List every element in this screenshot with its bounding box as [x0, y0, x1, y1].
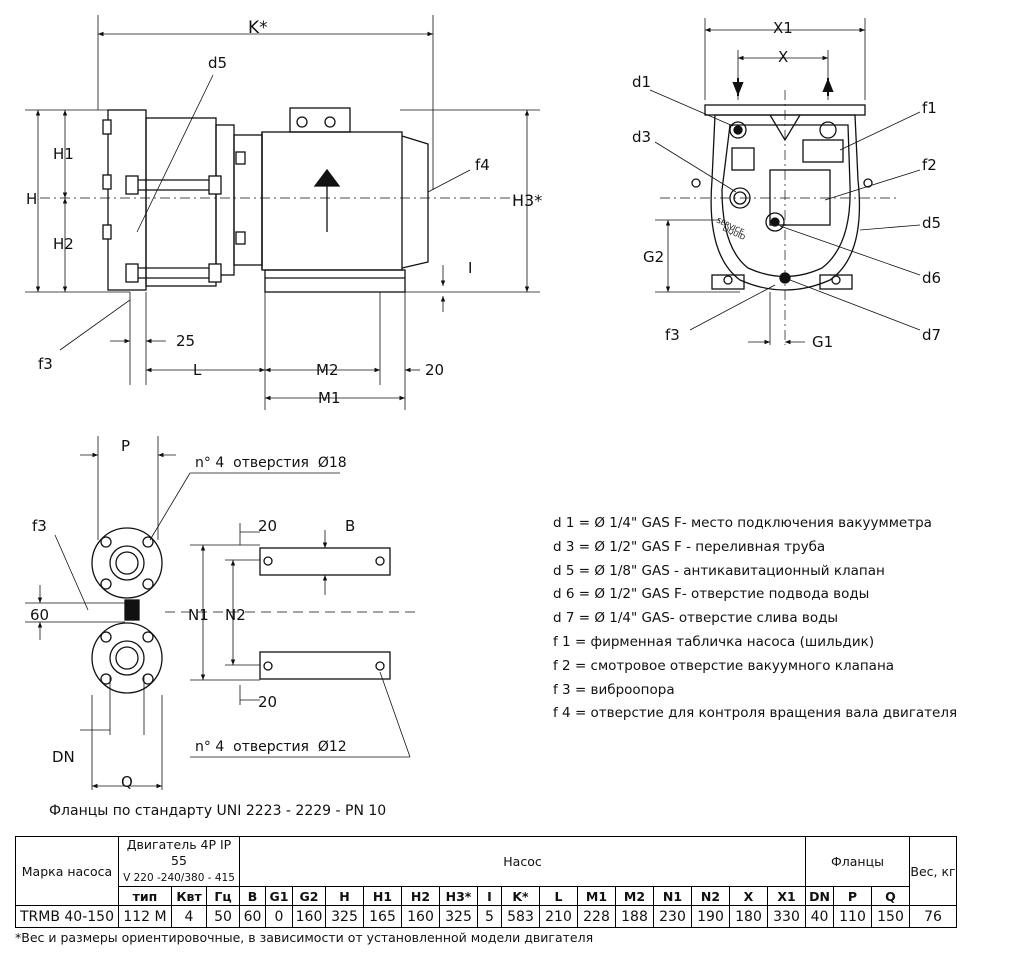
legend-item: f 4 = отверстие для контроля вращения ва… [553, 705, 958, 722]
label-b: B [345, 517, 355, 535]
brand-header: Марка насоса [15, 836, 119, 906]
label-n1: N1 [188, 606, 209, 624]
table-row: TRMB 40-150 112 M 4 50 60 0 160 325 165 … [15, 905, 957, 928]
weight-header: Вес, кг [909, 836, 957, 906]
label-f2: f2 [922, 156, 937, 174]
front-view [649, 18, 921, 345]
label-i: I [468, 259, 472, 277]
label-h: H [26, 190, 37, 208]
label-holes12: n° 4 отверстия Ø12 [195, 739, 347, 755]
label-l: L [193, 361, 202, 379]
label-n2: N2 [225, 606, 246, 624]
label-d7: d7 [922, 326, 941, 344]
label-f3-flange: f3 [32, 517, 47, 535]
legend-item: d 3 = Ø 1/2" GAS F - переливная труба [553, 538, 826, 555]
label-d5-right: d5 [922, 214, 941, 232]
label-m1: M1 [318, 389, 341, 407]
legend-item: d 7 = Ø 1/4" GAS- отверстие слива воды [553, 610, 839, 627]
label-20b: 20 [258, 693, 277, 711]
pump-header: Насос [239, 836, 806, 887]
label-g1: G1 [812, 333, 833, 351]
label-20a: 20 [258, 517, 277, 535]
legend-item: f 1 = фирменная табличка насоса (шильдик… [553, 633, 875, 650]
label-h3: H3* [512, 191, 542, 210]
label-d5: d5 [208, 54, 227, 72]
label-d6: d6 [922, 269, 941, 287]
legend: d 1 = Ø 1/4" GAS F- место подключения ва… [553, 512, 957, 726]
label-p: P [121, 437, 130, 455]
legend-item: d 6 = Ø 1/2" GAS F- отверстие подвода во… [553, 586, 870, 603]
label-20: 20 [425, 361, 444, 379]
column-header-row: тип Квт Гц B G1 G2 H H1 H2 H3* I K* L M1… [16, 886, 957, 906]
label-25: 25 [176, 332, 195, 350]
label-dn: DN [52, 748, 75, 766]
legend-item: f 2 = смотровое отверстие вакуумного кла… [553, 657, 895, 674]
label-f4: f4 [475, 156, 490, 174]
legend-item: d 5 = Ø 1/8" GAS - антикавитационный кла… [553, 562, 885, 579]
label-d3: d3 [632, 128, 651, 146]
flange-view-labels: P n° 4 отверстия Ø18 f3 20 B 60 N1 N2 20… [30, 437, 355, 791]
label-h1: H1 [53, 145, 74, 163]
label-m2: M2 [316, 361, 339, 379]
label-k: K* [248, 18, 268, 38]
label-f1: f1 [922, 99, 937, 117]
side-view-labels: K* d5 H1 H H2 f3 f4 H3* I 25 L M2 20 M1 [26, 18, 542, 407]
label-x: X [778, 48, 788, 66]
label-f3-right: f3 [665, 326, 680, 344]
side-view [25, 15, 540, 410]
label-f3: f3 [38, 355, 53, 373]
technical-drawing: K* d5 H1 H H2 f3 f4 H3* I 25 L M2 20 M1 [25, 15, 941, 791]
front-view-labels: X1 X d1 f1 d3 f2 d5 G2 d6 f3 G1 d7 SERVI… [632, 19, 941, 351]
label-d1: d1 [632, 73, 651, 91]
flanges-header: Фланцы [805, 836, 910, 887]
legend-item: f 3 = виброопора [553, 681, 675, 698]
footnote: *Вес и размеры ориентировочные, в зависи… [15, 930, 594, 945]
label-q: Q [121, 773, 133, 791]
label-h2: H2 [53, 235, 74, 253]
label-60: 60 [30, 606, 49, 624]
flange-view [25, 436, 420, 790]
legend-item: d 1 = Ø 1/4" GAS F- место подключения ва… [553, 515, 932, 531]
label-g2: G2 [643, 248, 664, 266]
label-holes18: n° 4 отверстия Ø18 [195, 455, 347, 471]
label-x1: X1 [773, 19, 793, 37]
flange-standard-caption: Фланцы по стандарту UNI 2223 - 2229 - PN… [49, 803, 387, 819]
